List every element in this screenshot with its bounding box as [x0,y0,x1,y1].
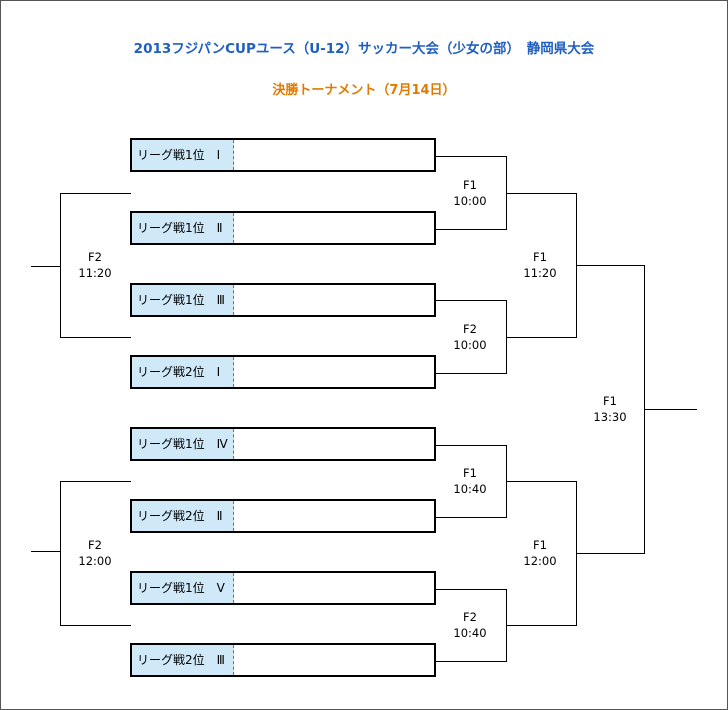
bracket-line [436,229,507,230]
match-field: F1 [463,178,477,192]
bracket-line [436,156,507,157]
bracket-line [60,625,131,626]
match-time: 10:40 [453,482,487,496]
match-field: F1 [533,538,547,552]
entry-box-7: リーグ戦1位 Ⅴ [130,571,436,605]
match-label: F1 13:30 [580,393,640,425]
entry-label: リーグ戦1位 Ⅰ [132,140,234,170]
match-field: F2 [463,610,477,624]
match-time: 11:20 [78,266,112,280]
bracket-line [436,445,507,446]
bracket-line [60,337,131,338]
match-field: F2 [88,250,102,264]
entry-label: リーグ戦1位 Ⅴ [132,573,234,603]
bracket-line [436,661,507,662]
bracket-line [60,481,131,482]
bracket-line [31,551,61,552]
match-label: F1 10:00 [440,177,500,209]
bracket-line [576,265,645,266]
bracket-line [60,481,61,626]
match-label: F2 12:00 [65,537,125,569]
entry-box-4: リーグ戦2位 Ⅰ [130,355,436,389]
bracket-line [436,589,507,590]
bracket-line [506,337,577,338]
entry-label: リーグ戦2位 Ⅱ [132,501,234,531]
match-label: F2 10:40 [440,609,500,641]
bracket-line [506,481,577,482]
match-field: F1 [603,394,617,408]
bracket-line [60,193,131,194]
entry-label: リーグ戦1位 Ⅲ [132,285,234,315]
match-time: 11:20 [523,266,557,280]
match-label: F2 11:20 [65,249,125,281]
bracket-line [644,409,697,410]
entry-box-2: リーグ戦1位 Ⅱ [130,211,436,245]
match-field: F1 [463,466,477,480]
match-label: F1 11:20 [510,249,570,281]
entry-box-5: リーグ戦1位 Ⅳ [130,427,436,461]
match-label: F1 12:00 [510,537,570,569]
bracket-line [31,266,61,267]
page-title: 2013フジパンCUPユース（U-12）サッカー大会（少女の部） 静岡県大会 [133,41,595,57]
match-label: F1 10:40 [440,465,500,497]
entry-box-1: リーグ戦1位 Ⅰ [130,138,436,172]
match-field: F2 [463,322,477,336]
bracket-line [60,193,61,338]
bracket-line [436,300,507,301]
match-time: 10:00 [453,194,487,208]
bracket-line [436,517,507,518]
entry-label: リーグ戦1位 Ⅳ [132,429,234,459]
entry-label: リーグ戦1位 Ⅱ [132,213,234,243]
match-time: 10:40 [453,626,487,640]
match-time: 12:00 [523,554,557,568]
entry-label: リーグ戦2位 Ⅰ [132,357,234,387]
page-subtitle: 決勝トーナメント（7月14日） [272,83,456,98]
match-time: 12:00 [78,554,112,568]
bracket-line [436,373,507,374]
match-field: F1 [533,250,547,264]
entry-box-8: リーグ戦2位 Ⅲ [130,643,436,677]
match-time: 10:00 [453,338,487,352]
entry-box-3: リーグ戦1位 Ⅲ [130,283,436,317]
bracket-line [576,553,645,554]
match-time: 13:30 [593,410,627,424]
bracket-line [506,625,577,626]
entry-box-6: リーグ戦2位 Ⅱ [130,499,436,533]
entry-label: リーグ戦2位 Ⅲ [132,645,234,675]
match-label: F2 10:00 [440,321,500,353]
bracket-line [506,193,577,194]
match-field: F2 [88,538,102,552]
